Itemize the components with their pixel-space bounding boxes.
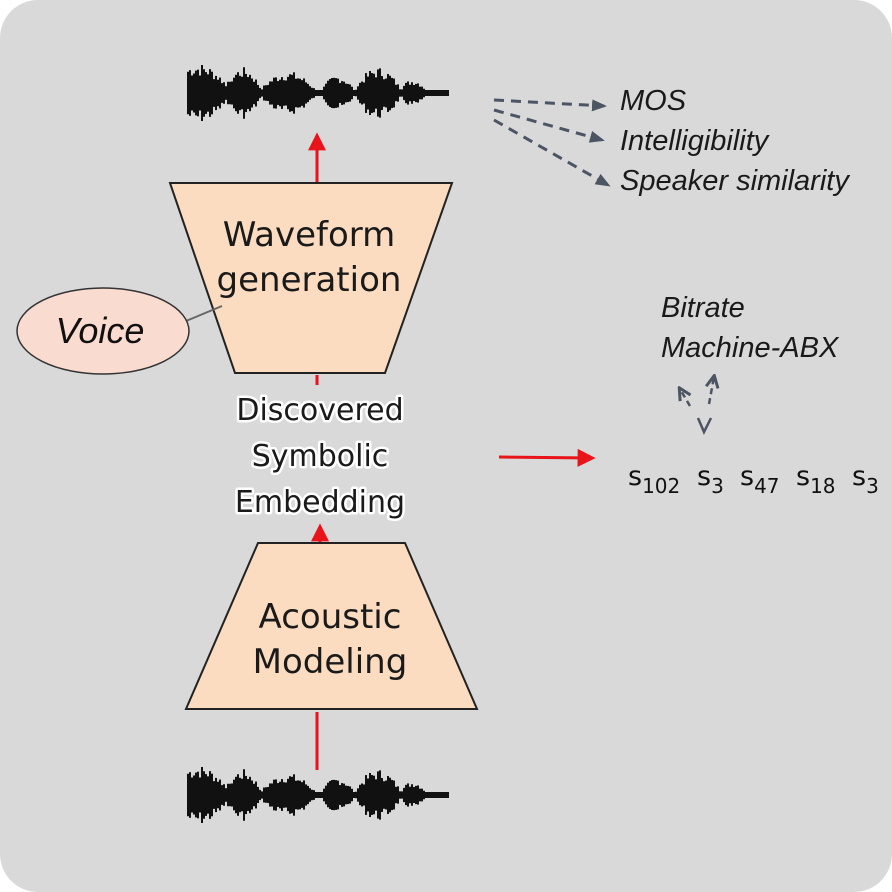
- voice-connector: [185, 305, 223, 322]
- embedding-label-1: Discovered: [236, 393, 403, 428]
- metric-intelligibility: Intelligibility: [620, 125, 770, 157]
- metric-machine-abx: Machine-ABX: [661, 332, 840, 364]
- embedding-metric-arrows: [680, 377, 714, 435]
- voice-node: Voice: [16, 287, 190, 375]
- voice-label: Voice: [56, 310, 145, 351]
- acoustic-modeling-label-2: Modeling: [253, 642, 408, 682]
- output-metric-arrows: [493, 98, 611, 187]
- metric-speaker-similarity: Speaker similarity: [620, 165, 850, 197]
- waveform-generation-label-2: generation: [217, 260, 402, 300]
- waveform-generation-block: Waveform generation: [168, 182, 454, 374]
- waveform-icon: [187, 767, 449, 823]
- waveform-icon: [187, 65, 449, 121]
- symbol-0: s102: [628, 461, 680, 498]
- embedding-label-2: Symbolic: [252, 439, 389, 474]
- symbol-4: s3: [852, 461, 879, 498]
- symbol-1: s3: [697, 461, 724, 498]
- embedding-label-3: Embedding: [235, 485, 405, 520]
- waveform-generation-label-1: Waveform: [223, 215, 396, 255]
- symbol-2: s47: [740, 461, 780, 498]
- metric-bitrate: Bitrate: [661, 292, 745, 324]
- output-metrics: MOS Intelligibility Speaker similarity: [620, 85, 850, 197]
- embedding-metrics: Bitrate Machine-ABX: [661, 292, 840, 364]
- metric-mos: MOS: [620, 85, 687, 117]
- acoustic-modeling-label-1: Acoustic: [259, 597, 402, 637]
- symbol-3: s18: [796, 461, 836, 498]
- embedding-to-symbols-arrow: [498, 448, 596, 467]
- embedding-label: Discovered Symbolic Embedding: [232, 391, 407, 523]
- symbol-sequence: s102 s3 s47 s18 s3: [628, 461, 879, 498]
- acoustic-modeling-block: Acoustic Modeling: [184, 542, 479, 710]
